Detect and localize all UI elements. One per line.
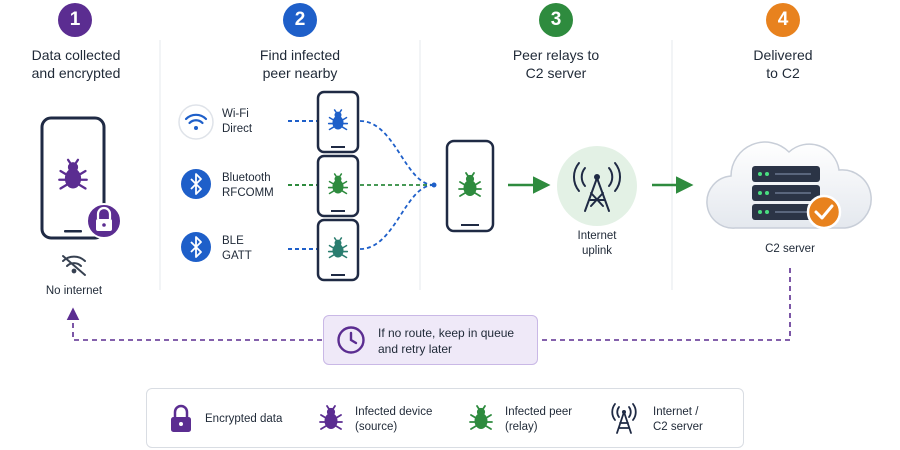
antenna-icon (611, 403, 637, 434)
legend-label: Infected peer(relay) (505, 406, 573, 433)
bug-icon (319, 405, 343, 430)
clock-icon (337, 326, 365, 354)
bluetooth-icon (181, 169, 211, 199)
lock-icon (86, 203, 122, 239)
step-badge-2: 2 (283, 3, 317, 37)
peer-phone-icon (316, 90, 360, 154)
no-internet-label: No internet (45, 285, 103, 297)
legend-label: Infected device(source) (355, 406, 433, 433)
c2-server-label: C2 server (765, 243, 815, 255)
step-badge-1: 1 (58, 3, 92, 37)
step-badge-3: 3 (539, 3, 573, 37)
converge-link (359, 120, 434, 186)
wifi-icon (178, 104, 214, 140)
source-phone-icon (40, 116, 106, 240)
antenna-icon (557, 146, 637, 226)
bug-icon (469, 405, 493, 430)
no-wifi-icon (62, 255, 86, 276)
server-icon (752, 166, 820, 220)
peer-phone-icon (316, 218, 360, 282)
legend-label: Encrypted data (205, 413, 283, 425)
junction-dot (431, 182, 437, 188)
peer-phone-icon (316, 154, 360, 218)
bluetooth-icon (181, 232, 211, 262)
relay-phone-icon (445, 139, 495, 233)
converge-link (359, 184, 434, 250)
retry-loop (540, 268, 791, 341)
step-badge-4: 4 (766, 3, 800, 37)
retry-loop-arrow (66, 307, 322, 341)
check-icon (806, 194, 842, 230)
lock-icon (171, 404, 191, 432)
legend: Encrypted data Infected device(source) I… (146, 388, 744, 448)
legend-label: Internet /C2 server (653, 406, 703, 433)
